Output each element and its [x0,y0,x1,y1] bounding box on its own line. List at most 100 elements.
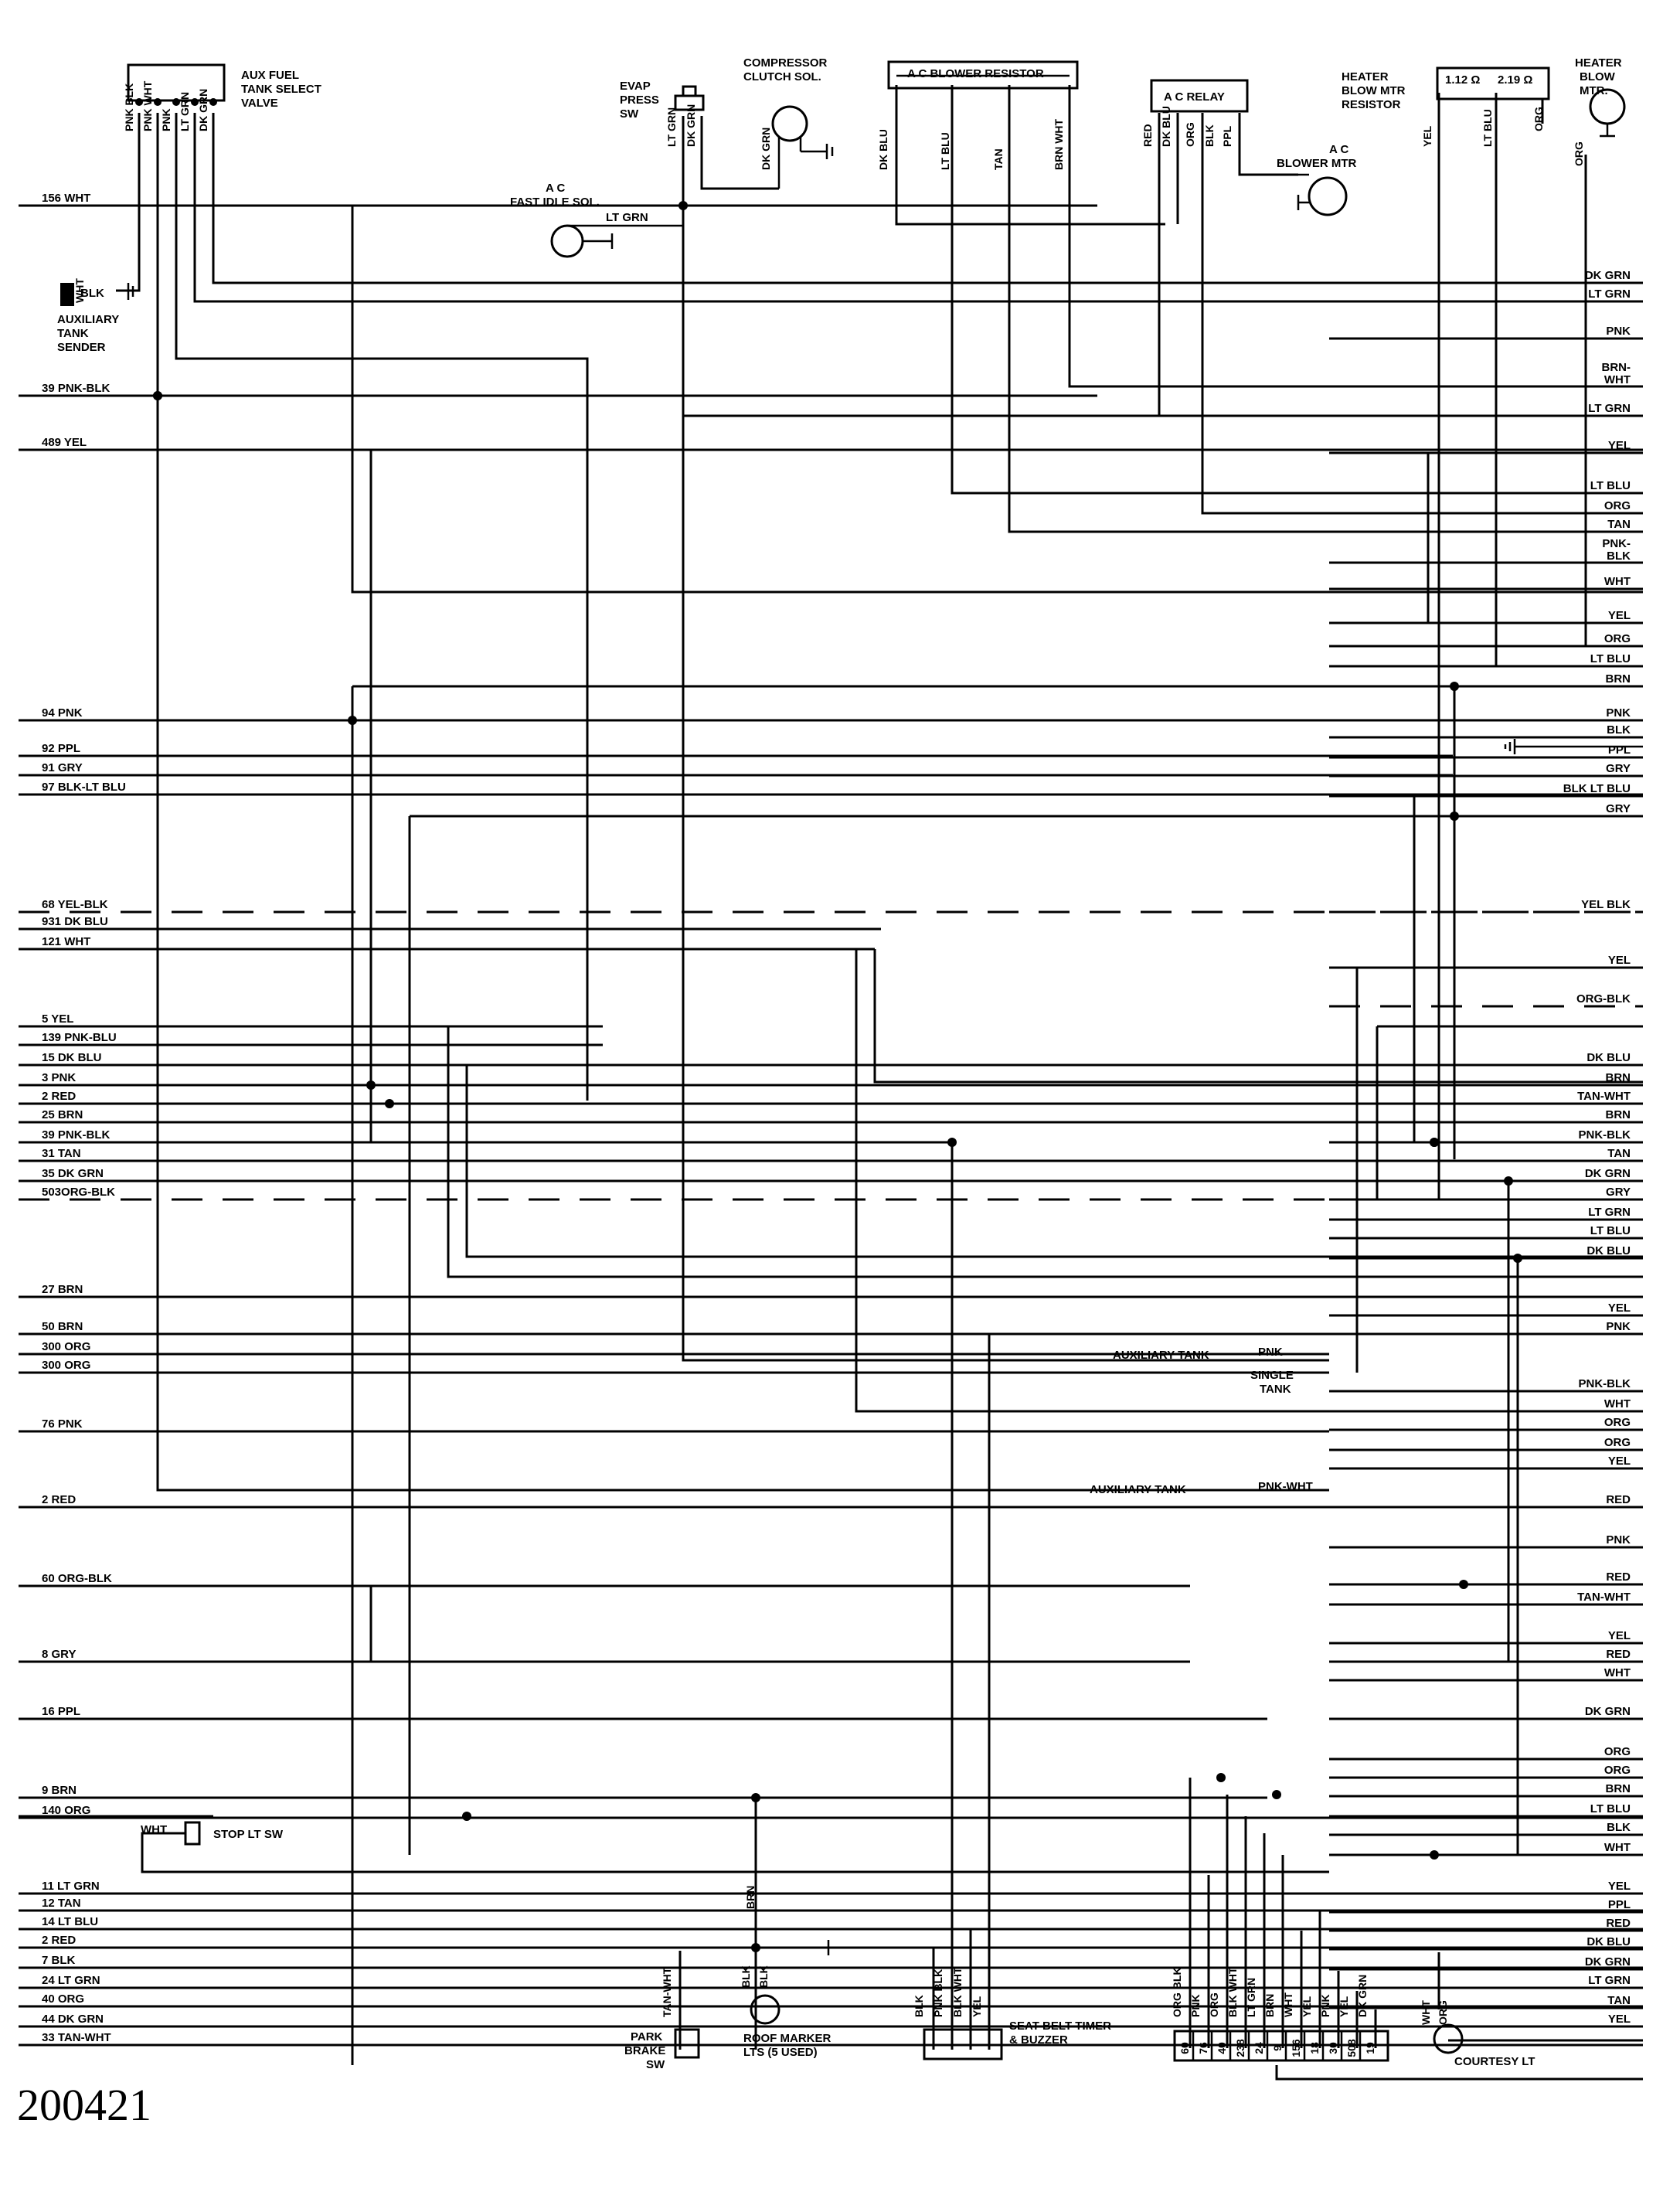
vertical-wire-label: PPL [1221,125,1233,147]
right-wire-label: ORG [1604,1436,1631,1449]
right-wire-label: PNK [1606,1533,1631,1547]
left-wire-label: 76 PNK [42,1417,83,1431]
ac-blower-resistor-label: A C BLOWER RESISTOR [907,67,1044,80]
right-wire-label: LT BLU [1590,1802,1631,1815]
right-wire-label: LT BLU [1590,1224,1631,1237]
stop-lt-sw-label: STOP LT SW [213,1828,284,1841]
right-wire-label: PPL [1608,1898,1631,1911]
aux-sender-label-2: TANK [57,327,89,340]
left-wire-label: 121 WHT [42,935,90,948]
right-wire-label: BLK LT BLU [1563,782,1631,795]
seat-belt-label-1: SEAT BELT TIMER [1009,2020,1111,2033]
right-wire-label: DK BLU [1586,1935,1631,1948]
right-wire-label: LT GRN [1588,1974,1631,1987]
right-wire-label: ORG [1604,1764,1631,1777]
right-wire-label: PNK-BLK [1579,1128,1631,1142]
vertical-wire-label: LT BLU [939,132,951,170]
right-wire-label: TAN-WHT [1577,1090,1631,1103]
heater-blow-mtr: HEATER BLOW MTR. [1575,56,1626,138]
courtesy-lt-label: COURTESY LT [1454,2055,1535,2068]
right-wire-label: PNK- [1602,537,1631,550]
compressor-clutch-sol: COMPRESSOR CLUTCH SOL. [743,56,834,189]
small-wire-label: PNK-WHT [1258,1480,1313,1493]
right-wire-label: RED [1606,1493,1631,1506]
right-wire-label: WHT [1604,575,1631,588]
vertical-wire-label: ORG BLK [1171,1967,1183,2017]
roof-marker-lts: ROOF MARKER LTS (5 USED) [743,1940,831,2059]
left-wire-label: 139 PNK-BLU [42,1031,117,1044]
auxiliary-tank-sender: AUXILIARY TANK SENDER [57,283,134,354]
left-wire-label: 489 YEL [42,436,87,449]
right-wire-label: TAN [1607,518,1631,531]
left-wire-label: 92 PPL [42,742,80,755]
junction-dot [462,1812,471,1821]
vertical-wire-label: WHT [1420,2000,1432,2025]
vertical-wire-label: BRN WHT [1053,118,1065,170]
left-wire-label: 503ORG-BLK [42,1186,115,1199]
fast-idle-label-1: A C [546,182,565,195]
vertical-wire-label: PNK BLK [123,83,135,131]
vertical-wire-label: YEL [1421,125,1433,147]
right-wire-label: TAN [1607,1147,1631,1160]
left-wire-label: 91 GRY [42,761,83,774]
left-wire-label: 39 PNK-BLK [42,382,111,395]
right-wire-label: TAN [1607,1994,1631,2007]
junction-dot [1216,1773,1226,1782]
vertical-wire-label: PNK [1189,1994,1202,2017]
junction-dot [947,1138,957,1147]
vertical-wire-label: BRN [1263,1994,1276,2017]
vertical-wire-label: BLK [740,1965,752,1988]
right-wire-label: LT GRN [1588,402,1631,415]
park-brake-label-3: SW [646,2058,665,2071]
left-wire-label: 300 ORG [42,1359,90,1372]
vertical-wire-label: ORG [1573,141,1585,166]
vertical-wire-label: YEL [1338,1996,1350,2017]
right-wire-label: DK GRN [1585,1955,1631,1969]
vertical-wire-label: BLK [913,1995,925,2017]
right-wire-label: ORG [1604,1416,1631,1429]
right-wire-label: DK GRN [1585,1705,1631,1718]
ac-relay: A C RELAY [1150,79,1249,113]
right-wire-label: BRN [1606,672,1631,686]
left-wire-label: 60 ORG-BLK [42,1572,112,1585]
right-wire-label: DK GRN [1585,1167,1631,1180]
left-wire-label: 97 BLK-LT BLU [42,781,126,794]
right-wire-label: DK BLU [1586,1051,1631,1064]
static-wiring [19,85,1643,2081]
right-wire-label: RED [1606,1648,1631,1661]
right-wire-label: LT GRN [1588,288,1631,301]
heater-resistor-label-1: HEATER [1342,70,1389,83]
right-wire-label: WHT [1604,1666,1631,1679]
ac-blower-mtr-label-2: BLOWER MTR [1277,157,1356,170]
connector-pin-number: 60 [1178,2042,1191,2054]
right-wire-label-2: BLK [1607,550,1631,563]
park-brake-label-2: BRAKE [624,2044,665,2057]
vertical-wire-label: TAN-WHT [661,1967,673,2017]
vertical-wire-label: BLK [1203,124,1216,147]
right-wire-label: YEL [1608,954,1631,967]
small-wire-label: BLK [80,287,104,300]
vertical-wire-label: PNK [1319,1994,1331,2017]
vertical-wire-label: WHT [1282,1992,1294,2017]
vertical-wire-label: WHT [73,278,86,303]
vertical-wire-label: BLK WHT [1226,1967,1239,2017]
connector-pin-number: 18 [1308,2042,1321,2054]
compressor-label-2: CLUTCH SOL. [743,70,821,83]
roof-marker-label-2: LTS (5 USED) [743,2046,818,2059]
vertical-wire-label: BRN [744,1886,757,1909]
ac-fast-idle-sol: A C FAST IDLE SOL. [510,182,683,258]
vertical-wire-label: TAN [992,148,1005,170]
evap-label-1: EVAP [620,80,651,93]
connector-pin-number: 19 [1364,2042,1376,2054]
vertical-wire-label: LT GRN [665,107,678,147]
right-wire-label: RED [1606,1917,1631,1930]
park-brake-label-1: PARK [631,2030,663,2043]
junction-dot [153,391,162,400]
right-wire-label: ORG [1604,1745,1631,1758]
small-wire-label: PNK [1258,1346,1283,1359]
vertical-wire-label: RED [1141,124,1154,147]
right-wire-label: RED [1606,1570,1631,1584]
